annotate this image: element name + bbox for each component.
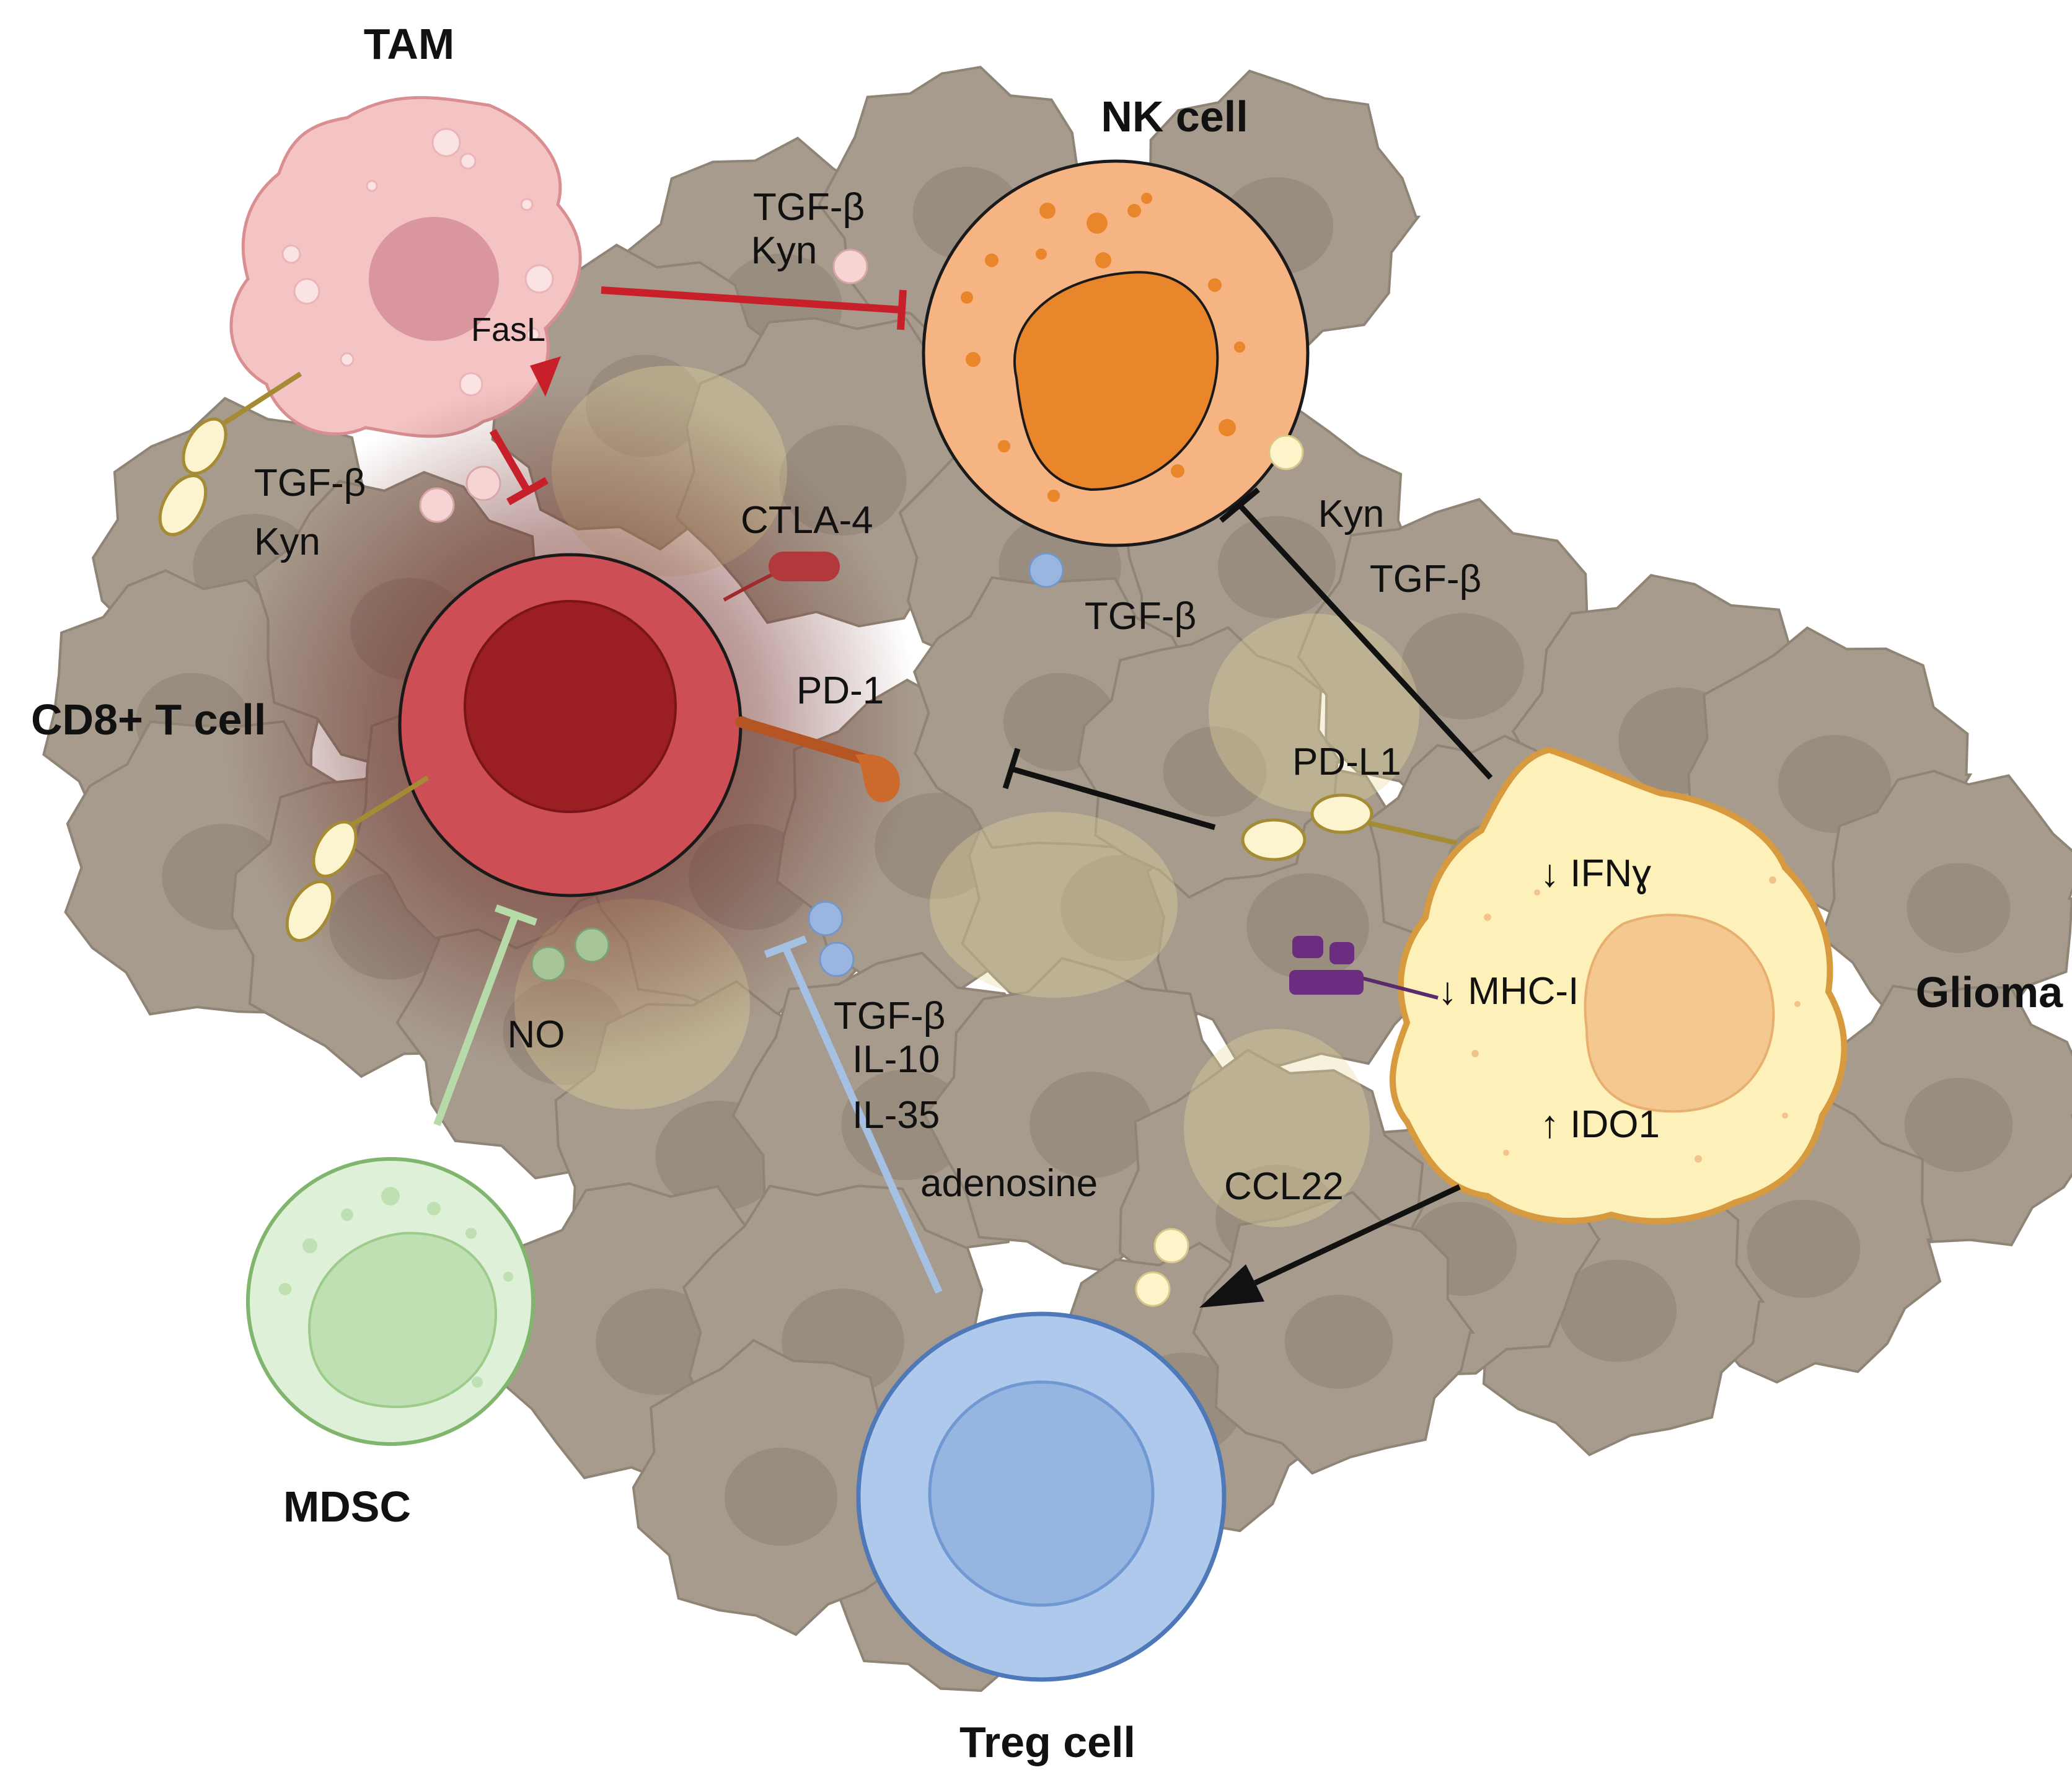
cd8-stalk-receptor: [285, 775, 430, 942]
pd1-receptor: [735, 716, 900, 803]
label-il10: IL-10: [852, 1038, 940, 1081]
label-adenosine: adenosine: [920, 1162, 1098, 1205]
mdsc-cell: [246, 1157, 535, 1446]
label-mdsc: MDSC: [283, 1482, 411, 1531]
nk-nucleus: [1013, 271, 1219, 491]
tumor-cell-nucleus: [1284, 1295, 1393, 1389]
label-ido1: ↑ IDO1: [1540, 1103, 1660, 1146]
label-pd1: PD-1: [796, 669, 884, 712]
label-ccl22: CCL22: [1224, 1165, 1344, 1208]
pdl1-pd1-inhibition: [1002, 747, 1216, 830]
molecule-dots: [419, 249, 1304, 1307]
mhc-i-molecule: [1289, 936, 1439, 1000]
cd8-nucleus: [464, 600, 677, 813]
tumor-cell-nucleus: [1029, 1072, 1152, 1178]
tumor-cell-nucleus: [1163, 726, 1267, 817]
glioma-nucleus: [1584, 914, 1775, 1113]
tumor-cell-nucleus: [596, 1288, 718, 1395]
treg-cd8-inhibition: [764, 935, 943, 1294]
cd8-t-cell: [223, 378, 917, 1072]
ccl22-dot-1: [1153, 1228, 1189, 1264]
kyn-dot-right: [1268, 434, 1304, 470]
label-ifng: ↓ IFNɣ: [1540, 852, 1651, 895]
interaction-arrows: [433, 286, 1493, 1308]
tumor-cell-nucleus: [724, 1447, 838, 1546]
tumor-cell-nucleus: [1778, 734, 1892, 834]
treg-dot-2: [819, 941, 855, 977]
label-top-tgfb: TGF-β: [753, 186, 865, 229]
treg-dot-1: [808, 901, 844, 936]
tgfb-dot-blue-mid: [1028, 552, 1064, 588]
tumor-cell-nucleus: [1904, 1078, 2013, 1172]
tumor-cell-nucleus: [1559, 1259, 1677, 1362]
tumor-cell-nucleus: [1401, 613, 1524, 720]
no-dot-2: [574, 927, 610, 963]
label-cd8-t-cell: CD8+ T cell: [31, 695, 266, 744]
label-pdl1: PD-L1: [1292, 741, 1401, 783]
tumor-cell-nucleus: [1747, 1199, 1861, 1298]
glioma-nk-inhibition: [1219, 487, 1493, 780]
tam-vesicles: [281, 128, 554, 397]
label-right-kyn: Kyn: [1318, 493, 1385, 535]
label-top-kyn: Kyn: [751, 229, 818, 272]
label-glioma: Glioma: [1916, 968, 2063, 1016]
label-tam-tgfb: TGF-β: [254, 462, 366, 504]
nk-cell: [922, 159, 1310, 547]
tumor-cell-nucleus: [1907, 863, 2011, 953]
glioma-treg-arrow: [1199, 1184, 1461, 1308]
ccl22-dot-2: [1135, 1271, 1171, 1307]
nk-granules: [961, 193, 1245, 502]
tumor-cell-nucleus: [1218, 516, 1336, 619]
pdl1-ligand: [1241, 793, 1457, 861]
label-treg-cell: Treg cell: [959, 1718, 1135, 1766]
label-il35: IL-35: [852, 1094, 940, 1137]
ctla4-receptor: [723, 552, 840, 602]
labels: TAM NK cell CD8+ T cell Glioma MDSC Treg…: [31, 20, 2063, 1766]
label-mhc-i: ↓ MHC-I: [1438, 970, 1579, 1013]
treg-nucleus: [928, 1380, 1155, 1607]
tam-stalk-receptor: [158, 371, 302, 536]
treg-cell: [856, 1311, 1227, 1682]
label-right-tgfb: TGF-β: [1370, 558, 1481, 601]
label-treg-tgfb: TGF-β: [834, 995, 945, 1037]
glioma-speckles: [1471, 876, 1801, 1163]
label-no: NO: [508, 1013, 565, 1056]
fasl-arrow: [530, 356, 561, 397]
tumor-cell-nucleus: [875, 793, 997, 899]
tam-nk-inhibition: [601, 286, 907, 330]
mdsc-granules: [279, 1187, 513, 1388]
tgfb-dot-tam-2: [465, 465, 501, 501]
label-fasl: FasL: [471, 311, 545, 348]
tam-cell: [229, 96, 582, 438]
tgfb-dot-top: [832, 249, 868, 284]
label-tam-kyn: Kyn: [254, 521, 320, 563]
label-nk-cell: NK cell: [1101, 92, 1248, 141]
mdsc-nucleus: [308, 1231, 498, 1409]
label-mid-tgfb: TGF-β: [1085, 595, 1196, 638]
tam-cd8-inhibition: [489, 428, 549, 506]
tgfb-dot-tam-1: [419, 487, 455, 523]
tam-nucleus: [369, 217, 499, 341]
label-ctla4: CTLA-4: [741, 499, 873, 542]
glioma-cell: [1389, 746, 1848, 1225]
mdsc-cd8-inhibition: [433, 904, 538, 1127]
label-tam: TAM: [364, 20, 454, 68]
no-dot-1: [531, 946, 566, 982]
